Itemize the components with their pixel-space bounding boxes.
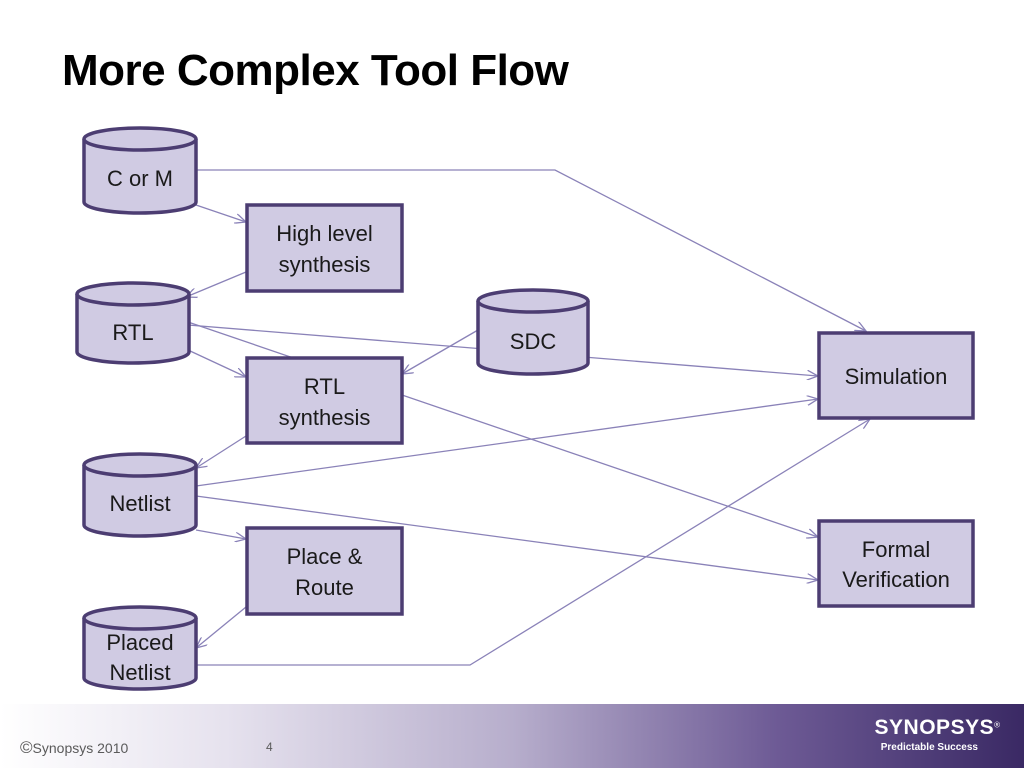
copyright-icon: ©	[20, 738, 33, 757]
node-label-line1: RTL	[304, 374, 345, 399]
node-label-line1: High level	[276, 221, 373, 246]
footer-bar: ©Synopsys 2010 4 SYNOPSYS® Predictable S…	[0, 704, 1024, 768]
node-high-level-synthesis: High level synthesis	[245, 203, 404, 293]
node-label-line2: synthesis	[279, 252, 371, 277]
node-netlist: Netlist	[82, 452, 198, 538]
node-placed-netlist: Placed Netlist	[82, 605, 198, 691]
edge-high-level-synthesis-to-rtl	[186, 271, 247, 297]
database-icon	[75, 294, 191, 365]
node-rtl: RTL	[75, 281, 191, 365]
database-icon	[476, 301, 590, 376]
node-sdc: SDC	[476, 288, 590, 376]
edge-c-or-m-to-simulation	[196, 169, 866, 331]
node-label-line2: Verification	[842, 567, 950, 592]
edge-placed-netlist-to-simulation	[196, 419, 870, 666]
node-label-line1: Formal	[862, 537, 930, 562]
node-formal-verification: Formal Verification	[817, 519, 975, 608]
node-label: RTL	[112, 320, 153, 345]
edge-netlist-to-formal-verification	[195, 495, 818, 580]
node-label: Netlist	[109, 491, 170, 516]
database-icon	[82, 465, 198, 538]
edge-netlist-to-place-route	[195, 529, 246, 539]
edge-sdc-to-rtl-synthesis	[402, 329, 479, 374]
database-icon	[82, 139, 198, 215]
registered-mark: ®	[994, 720, 1000, 730]
node-label-line1: Place &	[287, 544, 363, 569]
node-label-line2: synthesis	[279, 405, 371, 430]
edge-rtl-synthesis-to-netlist	[196, 435, 247, 468]
node-place-route: Place & Route	[245, 526, 404, 616]
logo-text: SYNOPSYS	[874, 716, 995, 739]
node-rtl-synthesis: RTL synthesis	[245, 356, 404, 445]
node-label-line2: Route	[295, 575, 354, 600]
database-icon	[82, 618, 198, 691]
node-label: C or M	[107, 166, 173, 191]
edges	[186, 169, 870, 666]
node-label-line1: Placed	[106, 630, 173, 655]
node-simulation: Simulation	[817, 331, 975, 420]
copyright-text: Synopsys 2010	[32, 740, 129, 756]
edge-place-route-to-placed-netlist	[196, 606, 247, 648]
copyright-notice: ©Synopsys 2010	[20, 738, 128, 758]
node-c-or-m: C or M	[82, 126, 198, 215]
slide-title: More Complex Tool Flow	[62, 46, 569, 95]
node-label: SDC	[510, 329, 557, 354]
edge-c-or-m-to-high-level-synthesis	[195, 204, 246, 222]
tool-flow-diagram: C or M RTL SDC Netlist Placed Netlist Hi…	[75, 126, 975, 691]
edge-rtl-to-rtl-synthesis	[187, 349, 246, 377]
synopsys-logo: SYNOPSYS® Predictable Success	[875, 716, 1000, 753]
logo-tagline: Predictable Success	[880, 742, 978, 753]
edge-netlist-to-simulation	[195, 399, 818, 487]
node-label: Simulation	[845, 364, 948, 389]
page-number: 4	[266, 740, 273, 754]
node-label-line2: Netlist	[109, 660, 170, 685]
